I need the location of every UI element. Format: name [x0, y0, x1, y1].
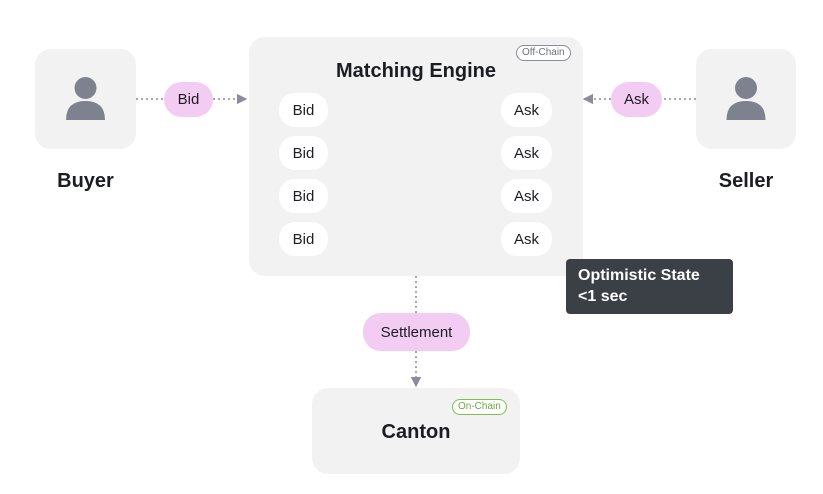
- person-icon: [66, 77, 105, 120]
- on-chain-tag: On-Chain: [452, 399, 507, 415]
- bid-node: Bid: [279, 179, 328, 213]
- buyer-bid-pill: Bid: [164, 82, 213, 117]
- ask-node: Ask: [501, 136, 552, 170]
- status-line-2: <1 sec: [578, 288, 628, 305]
- ask-node: Ask: [501, 93, 552, 127]
- buyer-avatar-card: [35, 49, 136, 149]
- canton-title: Canton: [381, 421, 451, 443]
- seller-label: Seller: [718, 170, 774, 192]
- optimistic-state-callout: Optimistic State <1 sec: [566, 259, 733, 314]
- bid-node: Bid: [279, 93, 328, 127]
- bid-node: Bid: [279, 136, 328, 170]
- status-line-1: Optimistic State: [578, 267, 700, 284]
- ask-node: Ask: [501, 222, 552, 256]
- person-icon: [726, 77, 766, 120]
- seller-ask-pill: Ask: [611, 82, 662, 117]
- settlement-pill: Settlement: [363, 313, 470, 351]
- buyer-label: Buyer: [57, 170, 114, 192]
- bid-node: Bid: [279, 222, 328, 256]
- off-chain-tag: Off-Chain: [516, 45, 571, 61]
- ask-node: Ask: [501, 179, 552, 213]
- matching-engine-title: Matching Engine: [336, 60, 496, 82]
- seller-avatar-card: [696, 49, 796, 149]
